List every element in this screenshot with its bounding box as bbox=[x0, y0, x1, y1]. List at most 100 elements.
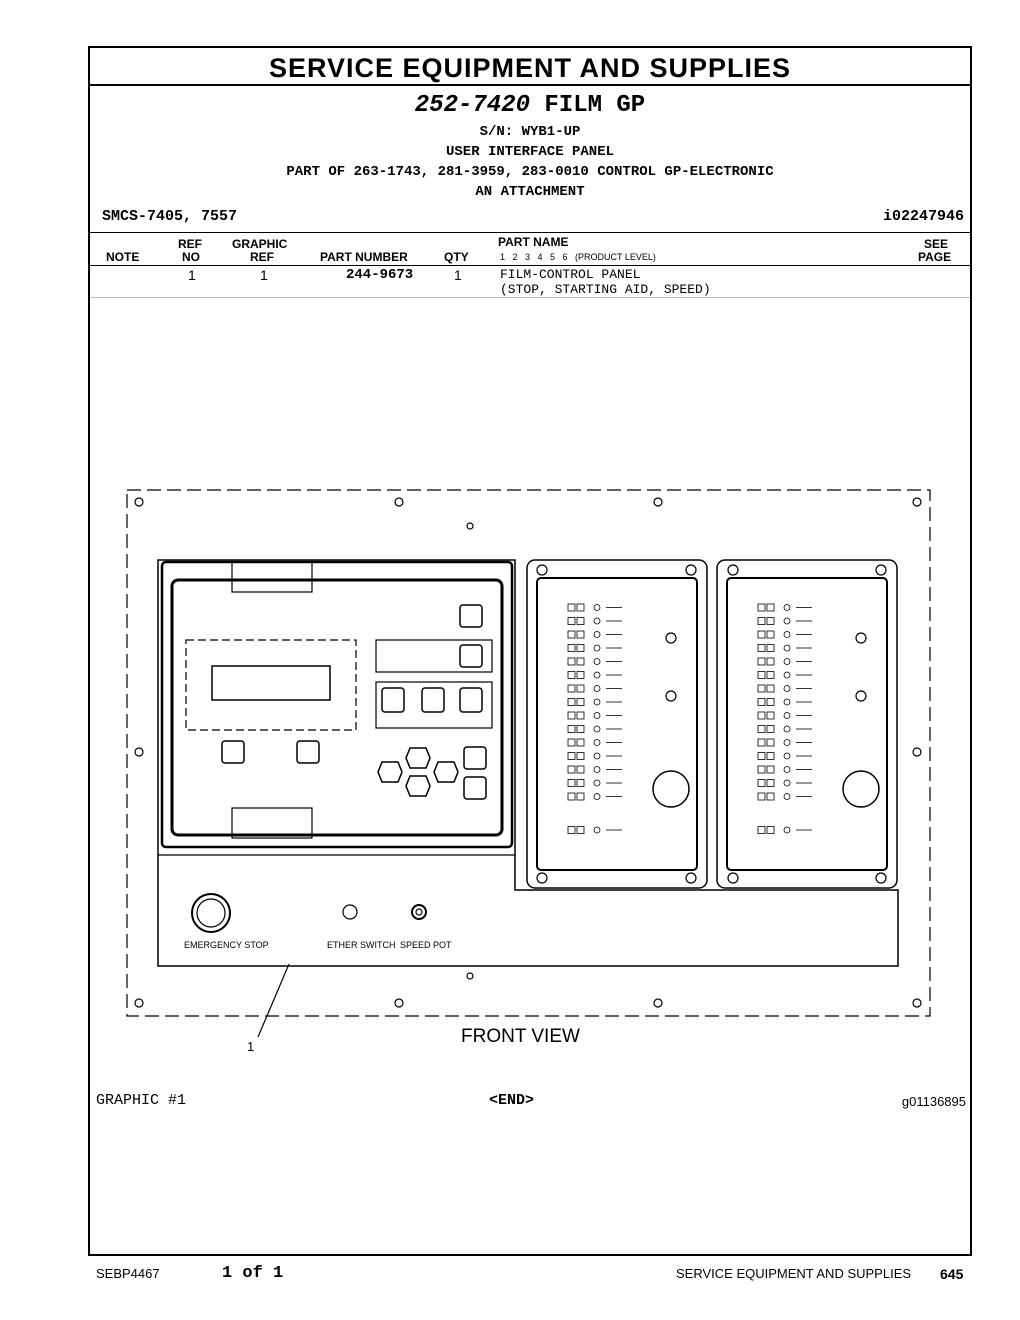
ether-switch-label: ETHER SWITCH bbox=[327, 940, 396, 950]
smcs-code: SMCS-7405, 7557 bbox=[102, 208, 238, 225]
indicator-lamp bbox=[576, 779, 585, 787]
indicator-lamp bbox=[757, 684, 766, 693]
indicator-lamp bbox=[567, 725, 576, 733]
footer-page-of: 1 of 1 bbox=[222, 1264, 284, 1283]
footer-page-number: 645 bbox=[940, 1266, 964, 1282]
col-ref-top: REF bbox=[178, 237, 202, 251]
indicator-lamp bbox=[576, 711, 585, 720]
lcd-screen bbox=[211, 665, 331, 701]
indicator-lamp bbox=[766, 711, 775, 720]
illustration-id: i02247946 bbox=[882, 208, 964, 225]
indicator-lamp bbox=[576, 644, 585, 652]
indicator-symbol bbox=[783, 644, 791, 652]
indicator-symbol bbox=[593, 631, 601, 638]
indicator-lamp bbox=[576, 617, 585, 625]
indicator-lamp bbox=[576, 725, 585, 733]
indicator-lamp bbox=[567, 779, 576, 787]
graphic-label: GRAPHIC #1 bbox=[96, 1092, 187, 1109]
indicator-symbol bbox=[593, 671, 601, 679]
col-part-name: PART NAME bbox=[498, 235, 569, 249]
indicator-lamp bbox=[757, 711, 766, 720]
indicator-symbol bbox=[783, 685, 791, 692]
indicator-lamp bbox=[576, 765, 585, 774]
indicator-lamp bbox=[766, 603, 775, 612]
indicator-lamp bbox=[766, 617, 775, 625]
footer-doc: SEBP4467 bbox=[96, 1266, 160, 1281]
speed-pot-label: SPEED POT bbox=[400, 940, 452, 950]
ether-switch bbox=[342, 904, 358, 920]
indicator-lamp bbox=[766, 738, 775, 747]
indicator-lamp bbox=[576, 657, 585, 666]
serial-number: S/N: WYB1-UP bbox=[479, 124, 581, 140]
indicator-lamp bbox=[567, 752, 576, 760]
indicator-symbol bbox=[783, 766, 791, 773]
indicator-lamp bbox=[757, 603, 766, 612]
indicator-lamp bbox=[757, 671, 766, 679]
indicator-lamp bbox=[567, 644, 576, 652]
table-row: 1 1 244-9673 1 FILM-CONTROL PANEL (STOP,… bbox=[90, 265, 970, 298]
annunciator-panel-right bbox=[716, 559, 898, 889]
row-qty: 1 bbox=[454, 267, 462, 283]
indicator-lamp bbox=[757, 698, 766, 706]
annunciator-panel-left bbox=[526, 559, 708, 889]
indicator-lamp bbox=[576, 671, 585, 679]
col-product-levels: 1 2 3 4 5 6 (PRODUCT LEVEL) bbox=[500, 252, 656, 262]
indicator-symbol bbox=[783, 671, 791, 679]
col-graphic-top: GRAPHIC bbox=[232, 237, 288, 251]
indicator-lamp bbox=[757, 792, 766, 801]
col-graphic-bottom: REF bbox=[250, 250, 274, 264]
indicator-lamp bbox=[766, 725, 775, 733]
indicator-symbol bbox=[783, 604, 791, 611]
indicator-symbol bbox=[593, 725, 601, 733]
indicator-lamp bbox=[576, 603, 585, 612]
indicator-lamp bbox=[766, 657, 775, 666]
col-ref-bottom: NO bbox=[182, 250, 200, 264]
part-number: 252-7420 bbox=[414, 92, 530, 119]
keypad bbox=[221, 604, 487, 800]
indicator-lamp bbox=[576, 792, 585, 801]
indicator-symbol bbox=[593, 739, 601, 746]
graphic-id: g01136895 bbox=[901, 1094, 966, 1109]
indicator-lamp bbox=[567, 826, 576, 834]
callout-leader bbox=[257, 963, 290, 1038]
indicator-lamp bbox=[757, 738, 766, 747]
indicator-lamp bbox=[567, 671, 576, 679]
part-title: 252-7420 FILM GP bbox=[90, 92, 970, 119]
indicator-lamp bbox=[766, 630, 775, 639]
indicator-symbol bbox=[593, 779, 601, 787]
speed-pot bbox=[411, 904, 427, 920]
part-name: FILM GP bbox=[544, 92, 646, 119]
col-see-bottom: PAGE bbox=[918, 250, 952, 264]
indicator-lamp bbox=[567, 765, 576, 774]
indicator-lamp bbox=[567, 792, 576, 801]
indicator-lamp bbox=[757, 630, 766, 639]
indicator-lamp bbox=[757, 644, 766, 652]
indicator-symbol bbox=[593, 617, 601, 625]
indicator-symbol bbox=[593, 658, 601, 665]
row-ref: 1 bbox=[188, 267, 196, 283]
indicator-symbol bbox=[593, 698, 601, 706]
indicator-symbol bbox=[783, 752, 791, 760]
indicator-lamp bbox=[576, 630, 585, 639]
indicator-lamp bbox=[757, 779, 766, 787]
parts-table-header: NOTE REF NO GRAPHIC REF PART NUMBER QTY … bbox=[90, 232, 970, 266]
indicator-symbol bbox=[593, 712, 601, 719]
indicator-lamp bbox=[567, 684, 576, 693]
indicator-symbol bbox=[593, 685, 601, 692]
indicator-lamp bbox=[757, 765, 766, 774]
indicator-lamp bbox=[576, 698, 585, 706]
indicator-symbol bbox=[783, 793, 791, 800]
part-subtitle: USER INTERFACE PANEL bbox=[445, 144, 615, 160]
part-of-line: PART OF 263-1743, 281-3959, 283-0010 CON… bbox=[286, 164, 774, 180]
mounting-holes bbox=[134, 497, 922, 1008]
indicator-symbol bbox=[593, 752, 601, 760]
mounting-plate bbox=[126, 489, 931, 1017]
indicator-lamp bbox=[567, 630, 576, 639]
indicator-lamp bbox=[576, 752, 585, 760]
indicator-symbol bbox=[593, 604, 601, 611]
indicator-symbol bbox=[783, 617, 791, 625]
indicator-symbol bbox=[783, 739, 791, 746]
row-part-name-detail: (STOP, STARTING AID, SPEED) bbox=[500, 282, 711, 297]
indicator-lamp bbox=[766, 752, 775, 760]
indicator-lamp bbox=[567, 698, 576, 706]
